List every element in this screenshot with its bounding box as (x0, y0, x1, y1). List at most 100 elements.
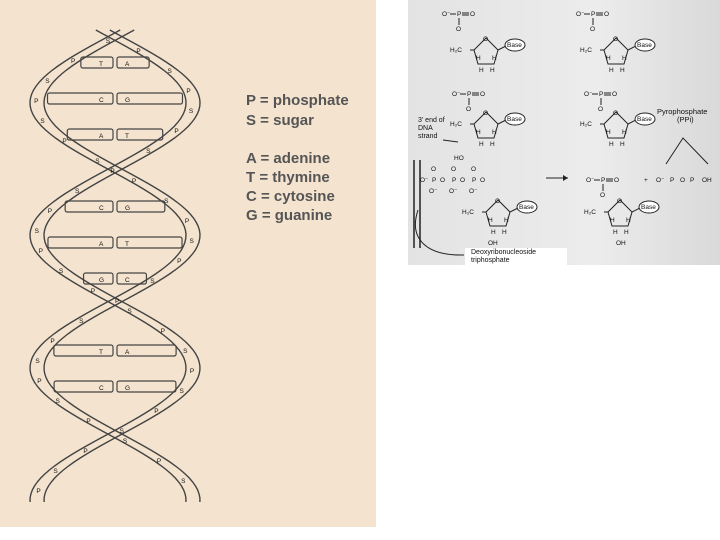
h-label-l1: H (476, 55, 481, 62)
base-oval-l2 (504, 112, 526, 126)
base-letter: T (125, 133, 129, 140)
backbone-letter: S (127, 308, 132, 315)
h2c-label-l2: H₂C (450, 121, 462, 128)
backbone-strand-1-edge-b (43, 29, 201, 502)
legend-adenine: A = adenine (246, 150, 331, 167)
base-bond-l2 (497, 119, 507, 125)
backbone-letter: P (110, 168, 114, 175)
base-label-l2: Base (507, 116, 522, 123)
backbone-letter: P (132, 178, 136, 185)
backbone-strand-2-edge-a (29, 29, 187, 502)
tri-o: O (460, 177, 465, 184)
backbone-letter: S (183, 348, 188, 355)
pointer-arrow (442, 139, 459, 143)
h-label-r2: H (609, 141, 614, 148)
h-label-r1: H (609, 67, 614, 74)
backbone-letter: S (45, 78, 50, 85)
ppi-caret (665, 137, 709, 165)
tri-o: O⁻ (420, 177, 429, 184)
backbone-letter: P (161, 328, 165, 335)
phosphate-link-o-r3: O (600, 192, 605, 199)
reaction-arrowhead (563, 175, 568, 181)
h-label-l2: H (492, 129, 497, 136)
label-dntp-line2: triphosphate (471, 257, 510, 264)
backbone-letter: P (174, 128, 178, 135)
phosphate-o-minus-r2: O⁻ (584, 91, 593, 98)
base-letter: C (99, 385, 104, 392)
tri-o: O (440, 177, 445, 184)
h-label-l3: H (488, 217, 493, 224)
h-label-l1: H (479, 67, 484, 74)
base-block-left (64, 200, 114, 213)
backbone-letter: S (95, 158, 100, 165)
backbone-letter: S (146, 148, 151, 155)
h2c-label-r2: H₂C (580, 121, 592, 128)
backbone-letter: S (40, 118, 45, 125)
label-dntp: Deoxyribonucleoside triphosphate (471, 249, 536, 265)
base-oval-r1 (634, 38, 656, 52)
ring-oxygen-r1: O (613, 36, 618, 43)
base-block-right (116, 56, 150, 69)
backbone-letter: P (39, 248, 43, 255)
tri-bottom-o: O⁻ (449, 188, 458, 195)
backbone-letter: P (136, 48, 140, 55)
phosphate-o-minus-r1: O⁻ (576, 11, 585, 18)
backbone-letter: P (71, 58, 75, 65)
backbone-letter: S (167, 68, 172, 75)
phosphate-o-l1: O (470, 11, 475, 18)
base-letter: C (99, 97, 104, 104)
base-letter: G (125, 205, 130, 212)
plus-sign: + (644, 177, 648, 184)
backbone-letter: S (79, 318, 84, 325)
base-letter: A (99, 241, 104, 248)
base-letter: G (99, 277, 104, 284)
base-letter: G (125, 385, 130, 392)
ppi-oh: OH (702, 177, 712, 184)
base-letter: T (99, 61, 103, 68)
backbone-letter: P (83, 448, 87, 455)
phosphate-link-o-r2: O (598, 106, 603, 113)
base-letter: T (125, 241, 129, 248)
h-label-r3: H (610, 217, 615, 224)
base-bond-l1 (497, 45, 507, 51)
base-oval-r2 (634, 112, 656, 126)
h-label-r3: H (626, 217, 631, 224)
phosphate-o-l2: O (480, 91, 485, 98)
legend-guanine: G = guanine (246, 207, 333, 224)
phosphate-o-r1: O (604, 11, 609, 18)
base-letter: T (99, 349, 103, 356)
backbone-letter: S (164, 198, 169, 205)
base-label-l3: Base (519, 204, 534, 211)
base-bond-l3 (509, 207, 519, 213)
label-dntp-line1: Deoxyribonucleoside (471, 249, 536, 256)
oh-label-l3: OH (488, 240, 498, 247)
base-bond-r2 (627, 119, 637, 125)
ring-oxygen-l1: O (483, 36, 488, 43)
legend-cytosine: C = cytosine (246, 188, 335, 205)
h-label-r2: H (620, 141, 625, 148)
backbone-letter: P (186, 88, 190, 95)
base-block-left (82, 272, 114, 285)
base-label-r2: Base (637, 116, 652, 123)
phosphate-o-minus-l2: O⁻ (452, 91, 461, 98)
h-label-r1: H (606, 55, 611, 62)
base-label-r1: Base (637, 42, 652, 49)
ring-oxygen-l3: O (495, 198, 500, 205)
backbone-letter: P (190, 368, 194, 375)
tri-top-o: O (451, 166, 456, 173)
h-label-r1: H (620, 67, 625, 74)
backbone-letter: P (157, 458, 161, 465)
label-pyrophosphate-line1: Pyrophosphate (657, 107, 708, 116)
h2c-label-l3: H₂C (462, 209, 474, 216)
ring-oxygen-r2: O (613, 110, 618, 117)
legend-phosphate: P = phosphate (246, 92, 349, 109)
h-label-r1: H (622, 55, 627, 62)
curved-arrow (414, 209, 465, 256)
base-block-right (116, 272, 148, 285)
phosphate-p-r2: P (599, 91, 603, 98)
sugar-ring-l3 (485, 199, 511, 227)
backbone-letter: S (190, 238, 195, 245)
h-label-l2: H (479, 141, 484, 148)
h-label-r3: H (613, 229, 618, 236)
base-block-left (46, 92, 114, 105)
